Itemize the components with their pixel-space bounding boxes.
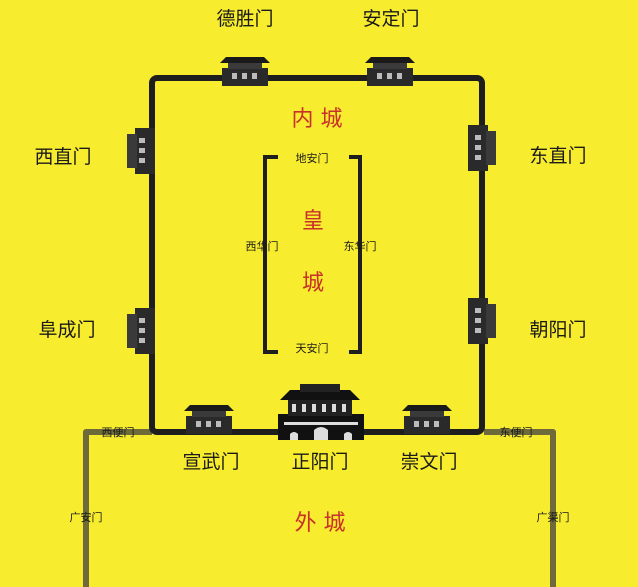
outer-city-wall	[83, 429, 556, 587]
gate-tower-icon-xuanwu	[184, 405, 234, 434]
gate-label-xizhi: 西直门	[34, 146, 91, 168]
gate-label-dongzhi: 东直门	[529, 145, 586, 167]
gate-tower-icon-chongwen	[402, 405, 452, 434]
gate-label-guangqu: 广渠门	[537, 510, 570, 524]
gate-tower-icon-dongzhi	[468, 125, 496, 171]
gate-tower-icon-chaoyang	[468, 298, 496, 344]
gate-label-xibian: 西便门	[102, 425, 135, 439]
gate-label-anding: 安定门	[362, 8, 419, 30]
gate-tower-icon-anding	[365, 57, 415, 86]
gate-tower-icon-zhengyang	[278, 384, 364, 440]
gate-label-tian-an: 天安门	[296, 341, 329, 355]
gate-label-chongwen: 崇文门	[400, 451, 457, 473]
outer-city-label: 外 城	[295, 511, 346, 536]
gate-label-dongbian: 东便门	[500, 425, 533, 439]
gate-label-fucheng: 阜成门	[38, 319, 95, 341]
imperial-city-wall-left	[263, 155, 278, 354]
gate-label-chaoyang: 朝阳门	[529, 319, 586, 341]
inner-city-label: 内 城	[292, 107, 343, 132]
imperial-city-label-top: 皇	[302, 209, 324, 234]
imperial-city-label-bottom: 城	[302, 271, 324, 296]
gate-label-zhengyang: 正阳门	[291, 451, 348, 473]
gate-label-xuanwu: 宣武门	[182, 451, 239, 473]
imperial-city-wall-right	[349, 155, 362, 354]
gate-tower-icon-xizhi	[127, 128, 155, 174]
gate-label-guanganmen: 广安门	[70, 510, 103, 524]
gate-tower-icon-desheng	[220, 57, 270, 86]
gate-label-xihua: 西华门	[246, 239, 279, 253]
gate-tower-icon-fucheng	[127, 308, 155, 354]
gate-label-donghua: 东华门	[344, 239, 377, 253]
gate-label-desheng: 德胜门	[216, 8, 273, 30]
gate-label-di-an: 地安门	[296, 151, 329, 165]
